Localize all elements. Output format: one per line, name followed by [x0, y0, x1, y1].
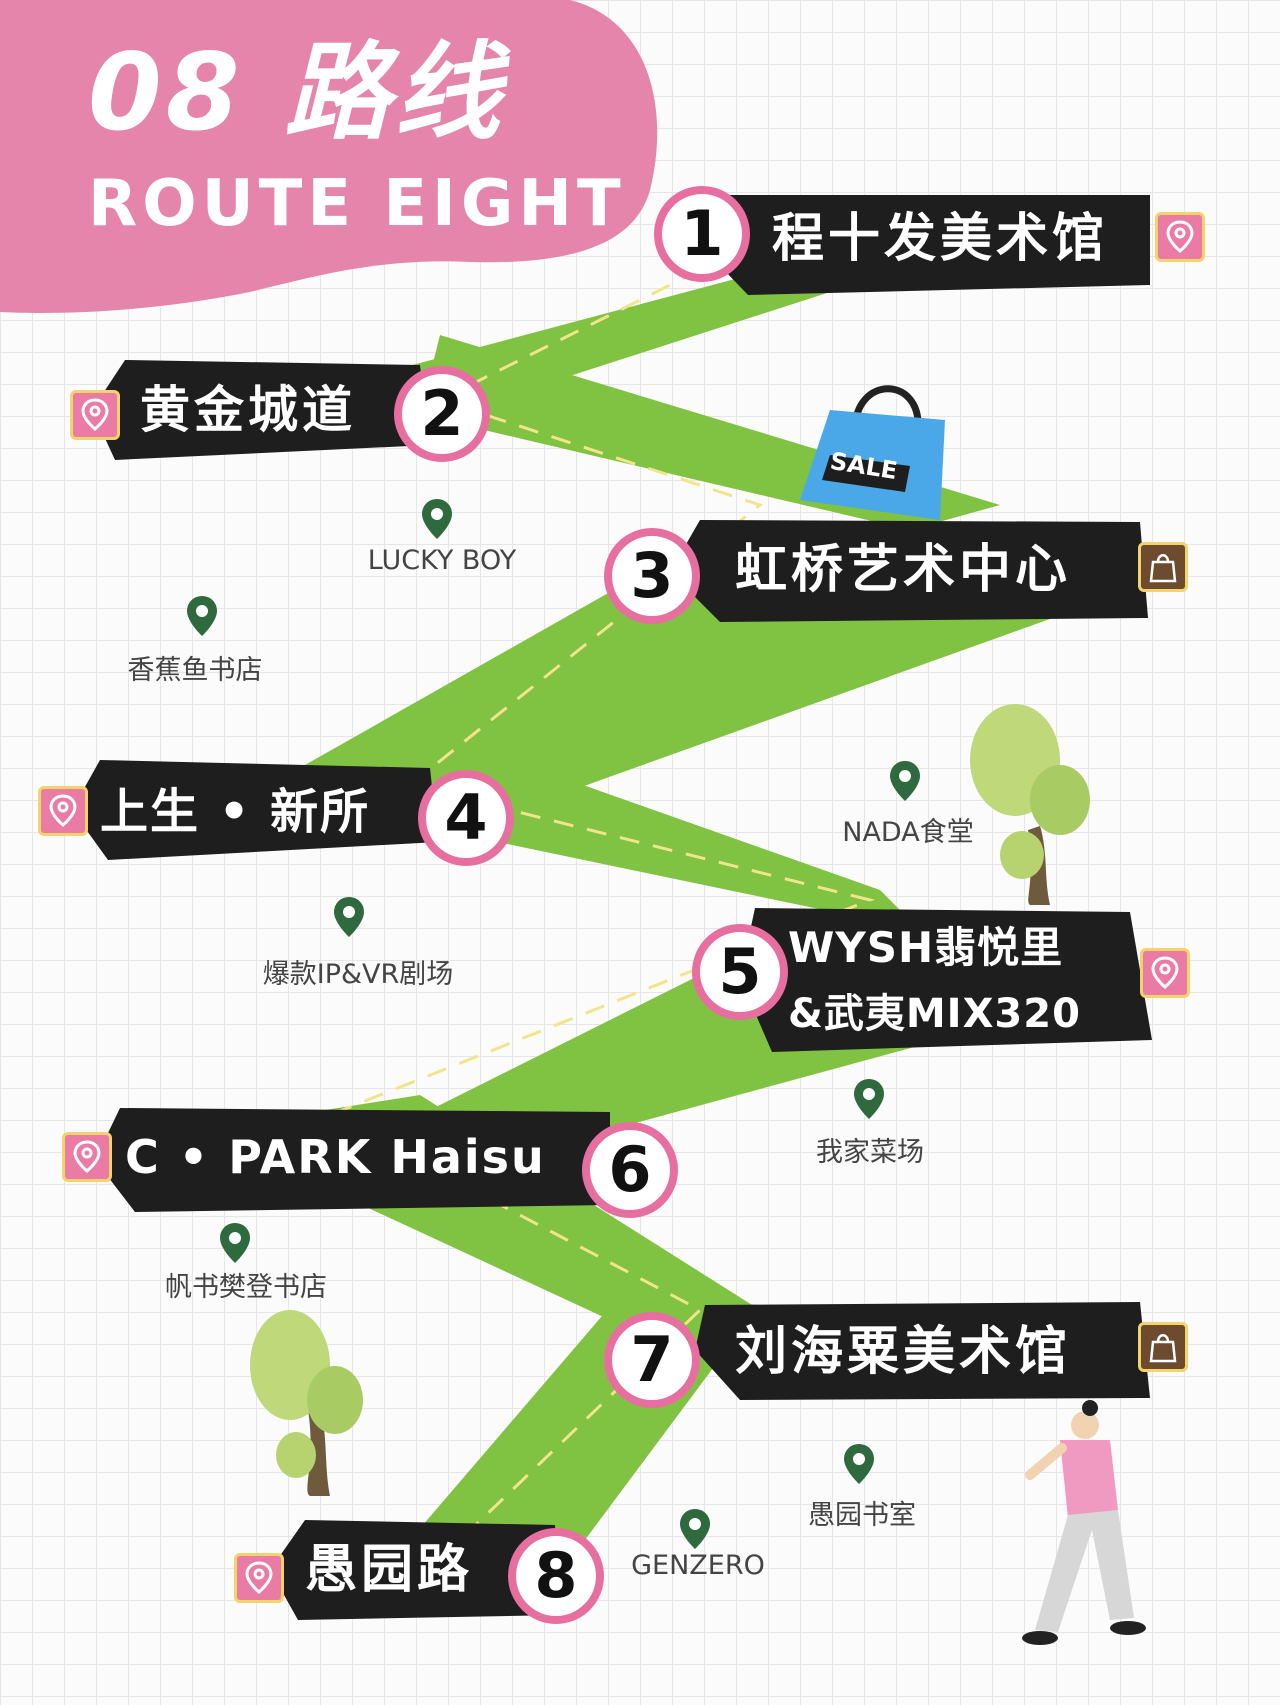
plate-stop-1 — [700, 195, 1150, 295]
shopping-bag-icon — [1149, 1334, 1177, 1363]
stop-3-number[interactable]: 3 — [604, 528, 700, 624]
stop-4-name[interactable]: 上生 • 新所 — [100, 784, 371, 840]
location-pin-icon — [73, 1140, 101, 1173]
poi-pin-icon — [890, 761, 920, 801]
label-plates — [72, 195, 1152, 1620]
poi-pin-icon — [334, 897, 364, 937]
plate-stop-8 — [270, 1520, 560, 1620]
stop-1-location-tag[interactable] — [1155, 212, 1205, 262]
stop-4-location-tag[interactable] — [38, 786, 88, 836]
poi-pin-icon — [422, 499, 452, 539]
stop-8-number[interactable]: 8 — [508, 1528, 604, 1624]
location-pin-icon — [245, 1561, 273, 1594]
poi-pin-icon — [220, 1223, 250, 1263]
location-pin-icon — [1166, 220, 1194, 253]
stop-7-shopping-tag[interactable] — [1138, 1322, 1188, 1372]
plate-stop-2 — [92, 360, 430, 460]
route-subtitle: ROUTE EIGHT — [88, 167, 626, 241]
stop-8-name[interactable]: 愚园路 — [305, 1540, 474, 1600]
stop-5-location-tag[interactable] — [1140, 948, 1190, 998]
stop-1-name[interactable]: 程十发美术馆 — [772, 209, 1109, 269]
stop-2-name[interactable]: 黄金城道 — [140, 381, 356, 439]
stop-1-number[interactable]: 1 — [654, 186, 750, 282]
stop-2-location-tag[interactable] — [70, 390, 120, 440]
poi-my-home-market[interactable]: 我家菜场 — [816, 1137, 924, 1168]
poi-pin-icon — [844, 1444, 874, 1484]
poi-genzero[interactable]: GENZERO — [631, 1550, 765, 1581]
poi-pin-icon — [187, 596, 217, 636]
poi-yuyuan-study[interactable]: 愚园书室 — [808, 1500, 916, 1531]
tree-illustration-left — [250, 1310, 363, 1496]
poi-nada-canteen[interactable]: NADA食堂 — [842, 817, 974, 848]
stop-5-name-line2[interactable]: &武夷MIX320 — [788, 991, 1081, 1037]
tree-illustration-right — [970, 704, 1090, 905]
plate-stop-7 — [695, 1302, 1150, 1400]
poi-lucky-boy[interactable]: LUCKY BOY — [367, 545, 517, 576]
stop-8-location-tag[interactable] — [234, 1553, 284, 1603]
poi-ip-vr-theatre[interactable]: 爆款IP&VR剧场 — [262, 959, 454, 990]
stop-7-number[interactable]: 7 — [604, 1312, 700, 1408]
stop-5-number[interactable]: 5 — [692, 924, 788, 1020]
stop-6-name[interactable]: C • PARK Haisu — [125, 1130, 546, 1184]
route-title: 08 路线 — [88, 31, 505, 154]
location-pin-icon — [49, 794, 77, 827]
stop-3-shopping-tag[interactable] — [1138, 542, 1188, 592]
stop-2-number[interactable]: 2 — [394, 366, 490, 462]
plate-stop-5 — [740, 908, 1152, 1052]
shopping-bag-icon — [1149, 554, 1177, 583]
stop-7-name[interactable]: 刘海粟美术馆 — [735, 1322, 1072, 1382]
stop-5-name[interactable]: WYSH翡悦里 — [788, 923, 1064, 972]
stop-6-location-tag[interactable] — [62, 1132, 112, 1182]
plate-stop-6 — [95, 1108, 610, 1212]
walking-person-illustration — [1022, 1400, 1146, 1645]
plate-stop-4 — [72, 760, 438, 860]
stop-4-number[interactable]: 4 — [418, 770, 514, 866]
stop-3-name[interactable]: 虹桥艺术中心 — [735, 540, 1072, 600]
location-pin-icon — [81, 398, 109, 431]
sale-bag-icon — [800, 385, 945, 520]
route-centerline — [326, 268, 875, 1542]
poi-pin-icon — [680, 1509, 710, 1549]
plate-stop-3 — [670, 520, 1148, 622]
location-pin-icon — [1151, 956, 1179, 989]
stop-6-number[interactable]: 6 — [582, 1122, 678, 1218]
title-blob — [0, 0, 658, 313]
poi-pin-icon — [854, 1079, 884, 1119]
poi-fanshu-bookstore[interactable]: 帆书樊登书店 — [165, 1272, 327, 1303]
poi-banana-fish-bookstore[interactable]: 香蕉鱼书店 — [127, 655, 263, 686]
